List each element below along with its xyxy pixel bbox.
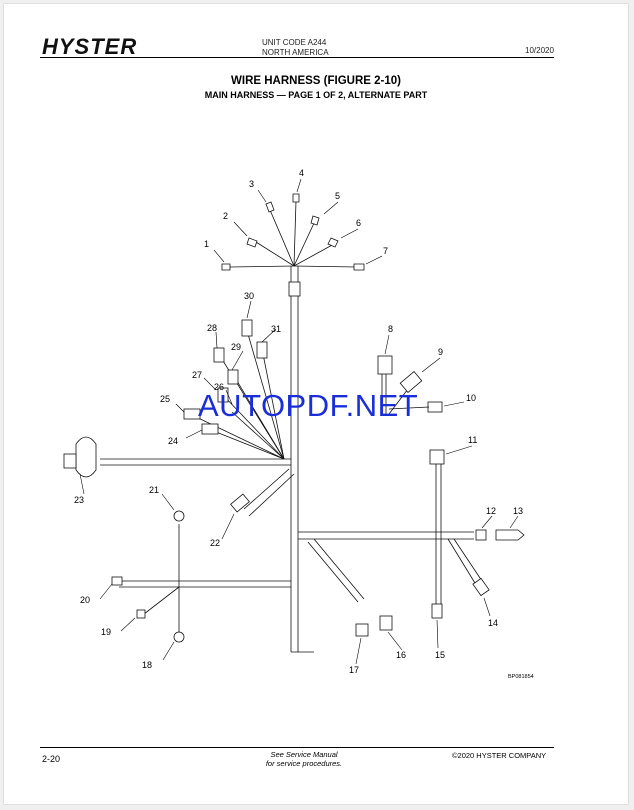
figure-subtitle: MAIN HARNESS — PAGE 1 OF 2, ALTERNATE PA… (204, 90, 428, 100)
callout-26: 26 (214, 382, 224, 392)
callout-17: 17 (349, 665, 359, 675)
footer-note-line1: See Service Manual (270, 750, 338, 759)
region: NORTH AMERICA (262, 48, 329, 57)
callout-20: 20 (80, 595, 90, 605)
callout-24: 24 (168, 436, 178, 446)
callout-8: 8 (388, 324, 393, 334)
callout-12: 12 (486, 506, 496, 516)
page-number: 2-20 (42, 754, 61, 764)
callout-9: 9 (438, 347, 443, 357)
callout-29: 29 (231, 342, 241, 352)
callout-25: 25 (160, 394, 170, 404)
publication-date: 10/2020 (525, 46, 554, 55)
footer-note-line2: for service procedures. (265, 759, 343, 768)
wire-harness-diagram: 1 2 3 4 5 6 7 8 9 10 11 12 13 14 15 16 1… (63, 168, 525, 675)
footer-rule (40, 747, 554, 748)
part-number: BP081854 (508, 674, 534, 680)
unit-code: UNIT CODE A244 (262, 38, 327, 47)
callout-5: 5 (335, 191, 340, 201)
callout-21: 21 (149, 485, 159, 495)
hyster-logo: HYSTER (42, 34, 138, 59)
watermark: AUTOPDF.NET (198, 388, 419, 423)
copyright: ©2020 HYSTER COMPANY (452, 751, 547, 760)
callout-4: 4 (299, 168, 304, 178)
callout-2: 2 (223, 211, 228, 221)
callout-19: 19 (101, 627, 111, 637)
footer-note: See Service Manual for service procedure… (244, 750, 364, 768)
callout-11: 11 (468, 435, 477, 445)
callout-1: 1 (204, 239, 209, 249)
callout-28: 28 (207, 323, 217, 333)
callout-13: 13 (513, 506, 523, 516)
callout-22: 22 (210, 538, 220, 548)
callout-14: 14 (488, 618, 498, 628)
callout-31: 31 (271, 324, 281, 334)
callout-15: 15 (435, 650, 445, 660)
callout-23: 23 (74, 495, 84, 505)
callout-16: 16 (396, 650, 406, 660)
callout-27: 27 (192, 370, 202, 380)
manual-page: HYSTER UNIT CODE A244 NORTH AMERICA 10/2… (4, 4, 628, 804)
callout-7: 7 (383, 246, 388, 256)
callout-6: 6 (356, 218, 361, 228)
unit-code-block: UNIT CODE A244 NORTH AMERICA (262, 38, 329, 58)
callout-10: 10 (466, 393, 476, 403)
callout-30: 30 (244, 291, 254, 301)
figure-title: WIRE HARNESS (FIGURE 2-10) (231, 75, 401, 87)
header-rule (40, 57, 554, 58)
callout-18: 18 (142, 660, 152, 670)
callout-3: 3 (249, 179, 254, 189)
